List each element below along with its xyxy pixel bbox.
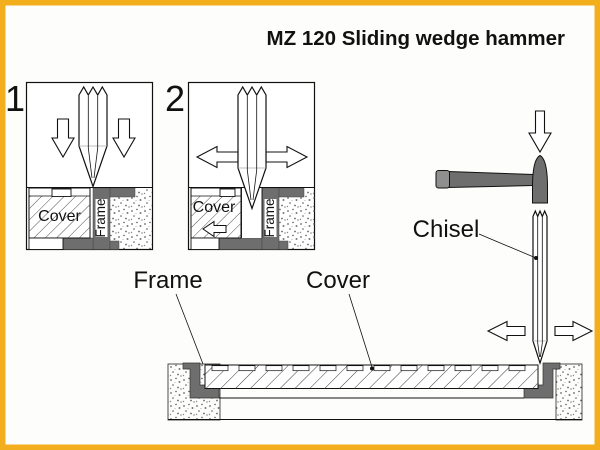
chisel-tool	[532, 209, 548, 365]
frame-label-slot	[264, 199, 277, 237]
pry-right-arrow-icon	[554, 320, 594, 342]
cover-seat-strip	[28, 237, 64, 250]
frame-leader-line	[175, 293, 204, 365]
strike-down-arrow-icon	[528, 110, 552, 154]
step2-number: 2	[165, 78, 185, 119]
pry-gap-edges	[241, 188, 263, 238]
right-arrow-icon	[265, 145, 309, 169]
step2-panel: 2 Frame Cover	[165, 78, 316, 251]
step2-cover-label: Cover	[193, 199, 236, 216]
chisel-leader-line	[478, 233, 537, 259]
cover-leader-line	[348, 293, 373, 368]
step1-frame-label: Frame	[93, 198, 108, 237]
step2-frame-label: Frame	[262, 198, 277, 237]
cover-tread-notches	[211, 365, 526, 372]
tool-view: Chisel	[413, 110, 594, 365]
frame-label-slot	[95, 199, 108, 237]
cover-label: Cover	[306, 267, 370, 294]
down-arrow-icon	[112, 118, 136, 159]
frame-label: Frame	[133, 267, 202, 294]
section-view: Frame Cover	[133, 267, 583, 421]
cover-seat-strip	[190, 237, 220, 250]
chisel-icon	[78, 85, 108, 189]
down-arrow-icon	[51, 118, 75, 159]
step1-number: 1	[5, 78, 25, 119]
cover-shift-arrow-icon	[202, 220, 227, 238]
tread-notch	[219, 188, 236, 197]
page-title: MZ 120 Sliding wedge hammer	[267, 27, 565, 50]
concrete-texture	[110, 188, 152, 249]
tread-notch	[51, 188, 72, 197]
chisel-label: Chisel	[413, 216, 480, 243]
pry-left-arrow-icon	[486, 320, 526, 342]
step1-cover-label: Cover	[38, 208, 81, 225]
hammer-icon	[435, 154, 548, 204]
chisel-leader-dot	[534, 256, 538, 260]
chisel-icon	[237, 85, 267, 211]
concrete-texture	[279, 188, 315, 249]
cover-leader-dot	[370, 366, 374, 371]
left-arrow-icon	[195, 145, 239, 169]
concrete-right	[555, 363, 583, 421]
pry-gap	[241, 188, 262, 238]
step1-panel: 1 Frame Cover	[5, 78, 154, 251]
cover-hatch	[29, 196, 90, 238]
